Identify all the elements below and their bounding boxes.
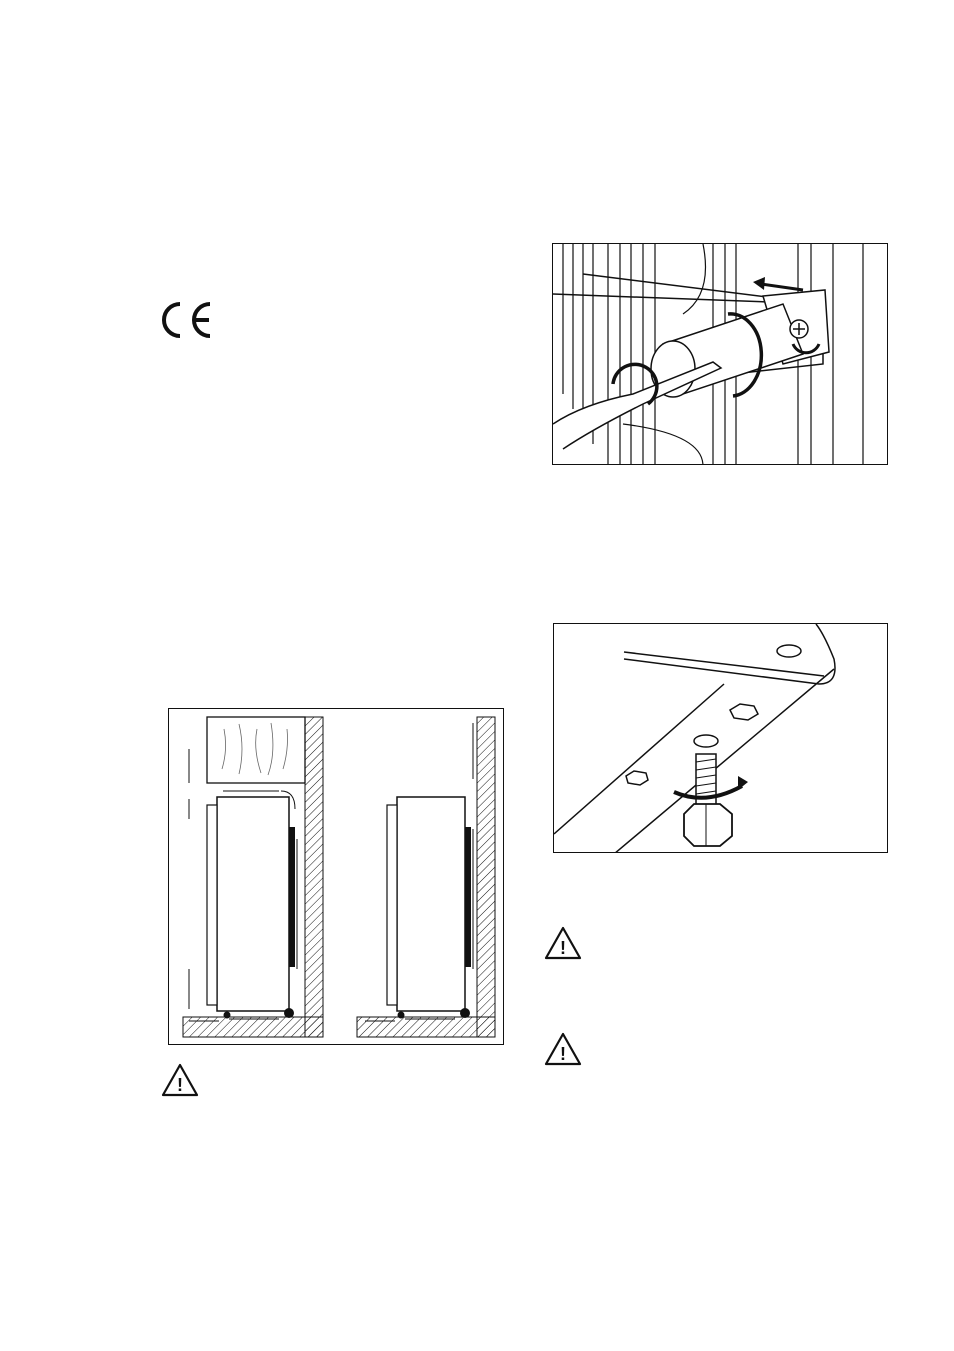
warning-triangle-icon: ! — [543, 925, 583, 961]
ce-mark — [158, 300, 216, 340]
warning-mark: ! — [177, 1075, 183, 1095]
warning-mark: ! — [560, 938, 566, 958]
warning-triangle-icon: ! — [543, 1031, 583, 1067]
ce-mark-icon — [158, 300, 216, 340]
door-hinge-figure — [552, 243, 888, 465]
warning-mark: ! — [560, 1044, 566, 1064]
levelling-foot-figure — [553, 623, 888, 853]
ventilation-figure — [168, 708, 504, 1045]
warning-triangle-icon: ! — [160, 1062, 200, 1098]
